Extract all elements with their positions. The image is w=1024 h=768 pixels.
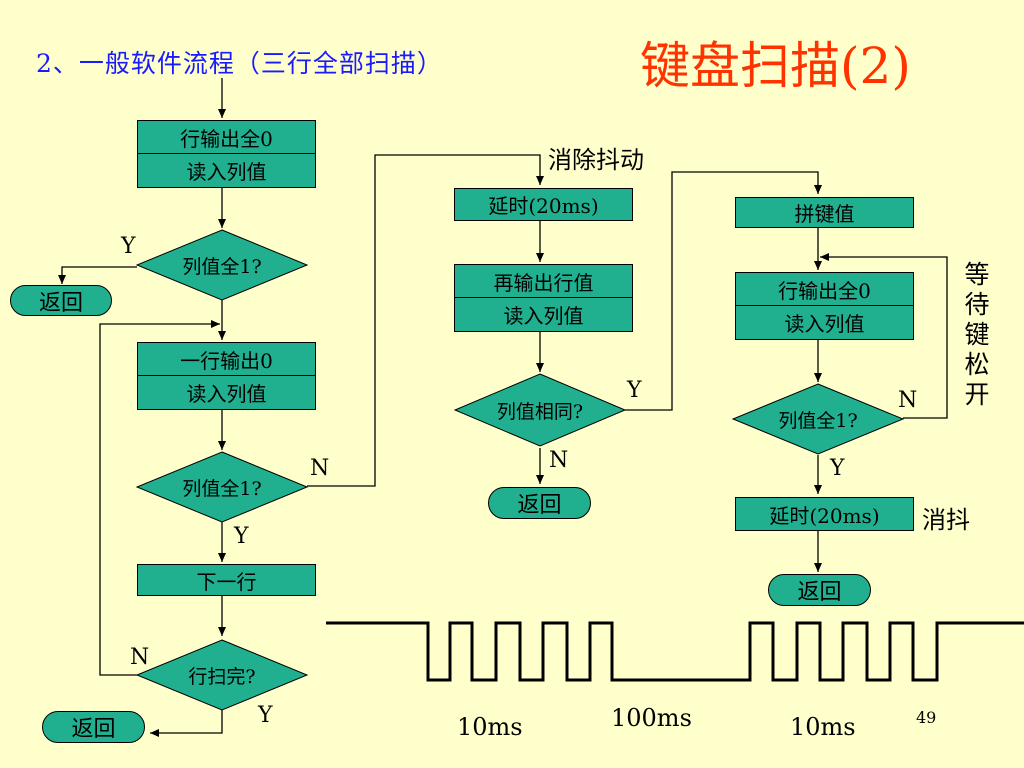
decision-label-right: 列值全1? bbox=[778, 409, 858, 432]
slide-title: 键盘扫描(2) bbox=[640, 37, 911, 95]
decision-label-3: 行扫完? bbox=[188, 665, 256, 688]
next-row-box: 下一行 bbox=[137, 564, 316, 596]
decision-label-mid: 列值相同? bbox=[496, 400, 584, 423]
return-terminal-mid: 返回 bbox=[488, 487, 591, 519]
decision-mid-yes-label: Y bbox=[627, 378, 642, 403]
decision-3-no-label: N bbox=[130, 645, 150, 670]
decision-3-yes-label: Y bbox=[258, 703, 273, 728]
decision-right-yes-label: Y bbox=[830, 456, 845, 481]
key-bounce-waveform bbox=[326, 621, 1024, 682]
assemble-key-box: 拼键值 bbox=[735, 197, 914, 228]
box-line-1: 再输出行值 bbox=[455, 265, 632, 298]
box-line-2: 读入列值 bbox=[503, 304, 584, 328]
decision-right-no-label: N bbox=[898, 388, 918, 413]
return-terminal-right: 返回 bbox=[768, 574, 871, 606]
waveform-label-right: 10ms bbox=[790, 713, 856, 741]
return-terminal-3: 返回 bbox=[42, 711, 145, 743]
box-line-1: 一行输出0 bbox=[138, 343, 315, 376]
return-terminal-1: 返回 bbox=[10, 285, 112, 316]
box-line-1: 行输出全0 bbox=[736, 273, 913, 306]
decision-mid-no-label: N bbox=[549, 448, 569, 473]
decision-shape-mid bbox=[453, 373, 627, 447]
decision-2-yes-label: Y bbox=[234, 524, 249, 549]
decision-1-yes-label: Y bbox=[121, 234, 136, 259]
decision-label-1: 列值全1? bbox=[182, 255, 262, 278]
output-all-zero-box: 行输出全0 读入列值 bbox=[137, 120, 316, 188]
waveform-label-mid: 100ms bbox=[611, 704, 692, 732]
re-output-row-box: 再输出行值 读入列值 bbox=[454, 264, 633, 332]
decision-shape-1 bbox=[135, 229, 309, 301]
decision-label-2: 列值全1? bbox=[182, 477, 262, 500]
delay-box-right: 延时(20ms) bbox=[735, 497, 914, 531]
slide-subtitle: 2、一般软件流程（三行全部扫描） bbox=[36, 49, 443, 78]
wait-release-annotation: 等待键松开 bbox=[964, 260, 990, 409]
page-number: 49 bbox=[916, 708, 937, 727]
box-line-1: 行输出全0 bbox=[138, 121, 315, 154]
waveform-label-left: 10ms bbox=[457, 713, 523, 741]
delay-box-middle: 延时(20ms) bbox=[454, 188, 633, 221]
box-line-2: 读入列值 bbox=[784, 312, 865, 336]
decision-2-no-label: N bbox=[310, 456, 330, 481]
box-line-2: 读入列值 bbox=[186, 160, 267, 184]
box-line-2: 读入列值 bbox=[186, 382, 267, 406]
decision-shape-2 bbox=[135, 451, 309, 523]
decision-shape-3 bbox=[135, 639, 309, 711]
output-all-zero-box-right: 行输出全0 读入列值 bbox=[735, 272, 914, 340]
debounce-annotation: 消除抖动 bbox=[548, 146, 644, 174]
decision-shape-right bbox=[731, 383, 905, 455]
output-one-row-box: 一行输出0 读入列值 bbox=[137, 342, 316, 410]
debounce-short-annotation: 消抖 bbox=[922, 506, 970, 534]
